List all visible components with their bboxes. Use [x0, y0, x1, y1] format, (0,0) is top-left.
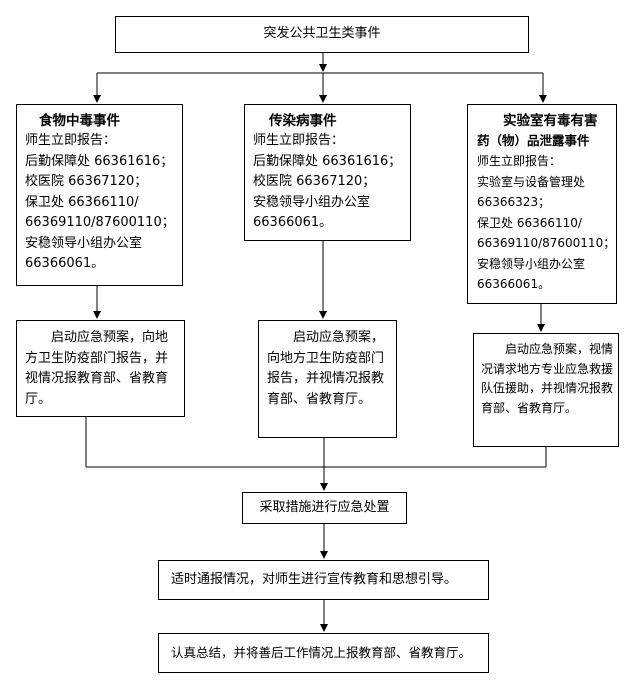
col2-line: 校医院 66367120； — [253, 174, 376, 189]
col3-line: 66366323； — [477, 195, 551, 209]
food-poisoning-box: 食物中毒事件 师生立即报告： 后勤保障处 66361616； 校医院 66367… — [16, 104, 183, 286]
measures-label: 采取措施进行应急处置 — [259, 499, 390, 515]
col2-line: 66366061。 — [253, 215, 333, 230]
col3-action-box: 启动应急预案，视情况请求地方专业应急救援队伍援助，并视情况报教育部、省教育厅。 — [473, 333, 619, 447]
col1-line: 校医院 66367120； — [25, 174, 148, 189]
col1-line: 安稳领导小组办公室 — [25, 235, 143, 251]
col1-line: 师生立即报告： — [25, 133, 117, 148]
col1-line: 66369110/87600110； — [25, 215, 175, 230]
food-poisoning-title: 食物中毒事件 — [39, 113, 120, 129]
col3-line: 安稳领导小组办公室 — [477, 256, 586, 271]
col3-line: 66369110/87600110； — [477, 236, 616, 250]
top-event-box: 突发公共卫生类事件 — [115, 16, 529, 53]
col3-line: 实验室与设备管理处 — [477, 174, 586, 189]
lab-leak-title-line: 药（物）品泄露事件 — [477, 133, 590, 148]
col2-action-box: 启动应急预案，向地方卫生防疫部门报告，并视情况报教育部、省教育厅。 — [258, 320, 397, 438]
col2-line: 师生立即报告： — [253, 133, 345, 148]
col3-action-text: 启动应急预案，视情况请求地方专业应急救援队伍援助，并视情况报教育部、省教育厅。 — [481, 342, 614, 415]
col1-action-text: 启动应急预案，向地方卫生防疫部门报告，并视情况报教育部、省教育厅。 — [25, 330, 169, 407]
summary-label: 认真总结，并将善后工作情况上报教育部、省教育厅。 — [171, 644, 472, 660]
col1-line: 66366061。 — [25, 256, 105, 271]
notify-label: 适时通报情况，对师生进行宣传教育和思想引导。 — [171, 571, 458, 587]
top-event-label: 突发公共卫生类事件 — [263, 26, 381, 42]
col3-line: 66366061。 — [477, 277, 551, 291]
infectious-disease-title: 传染病事件 — [269, 113, 337, 129]
col2-action-text: 启动应急预案，向地方卫生防疫部门报告，并视情况报教育部、省教育厅。 — [267, 330, 385, 407]
lab-leak-box: 实验室有毒有害 药（物）品泄露事件 师生立即报告： 实验室与设备管理处 6636… — [467, 104, 617, 304]
notify-box: 适时通报情况，对师生进行宣传教育和思想引导。 — [158, 560, 489, 600]
col1-line: 后勤保障处 66361616； — [25, 153, 174, 169]
col2-line: 后勤保障处 66361616； — [253, 153, 402, 169]
col1-line: 保卫处 66366110/ — [25, 194, 139, 210]
col3-line: 保卫处 66366110/ — [477, 215, 582, 230]
col2-line: 安稳领导小组办公室 — [253, 194, 371, 210]
col1-action-box: 启动应急预案，向地方卫生防疫部门报告，并视情况报教育部、省教育厅。 — [16, 320, 185, 417]
measures-box: 采取措施进行应急处置 — [242, 492, 407, 524]
infectious-disease-box: 传染病事件 师生立即报告： 后勤保障处 66361616； 校医院 663671… — [244, 104, 411, 241]
lab-leak-title-line: 实验室有毒有害 — [503, 113, 598, 129]
summary-box: 认真总结，并将善后工作情况上报教育部、省教育厅。 — [158, 633, 489, 673]
col3-line: 师生立即报告： — [477, 154, 562, 168]
